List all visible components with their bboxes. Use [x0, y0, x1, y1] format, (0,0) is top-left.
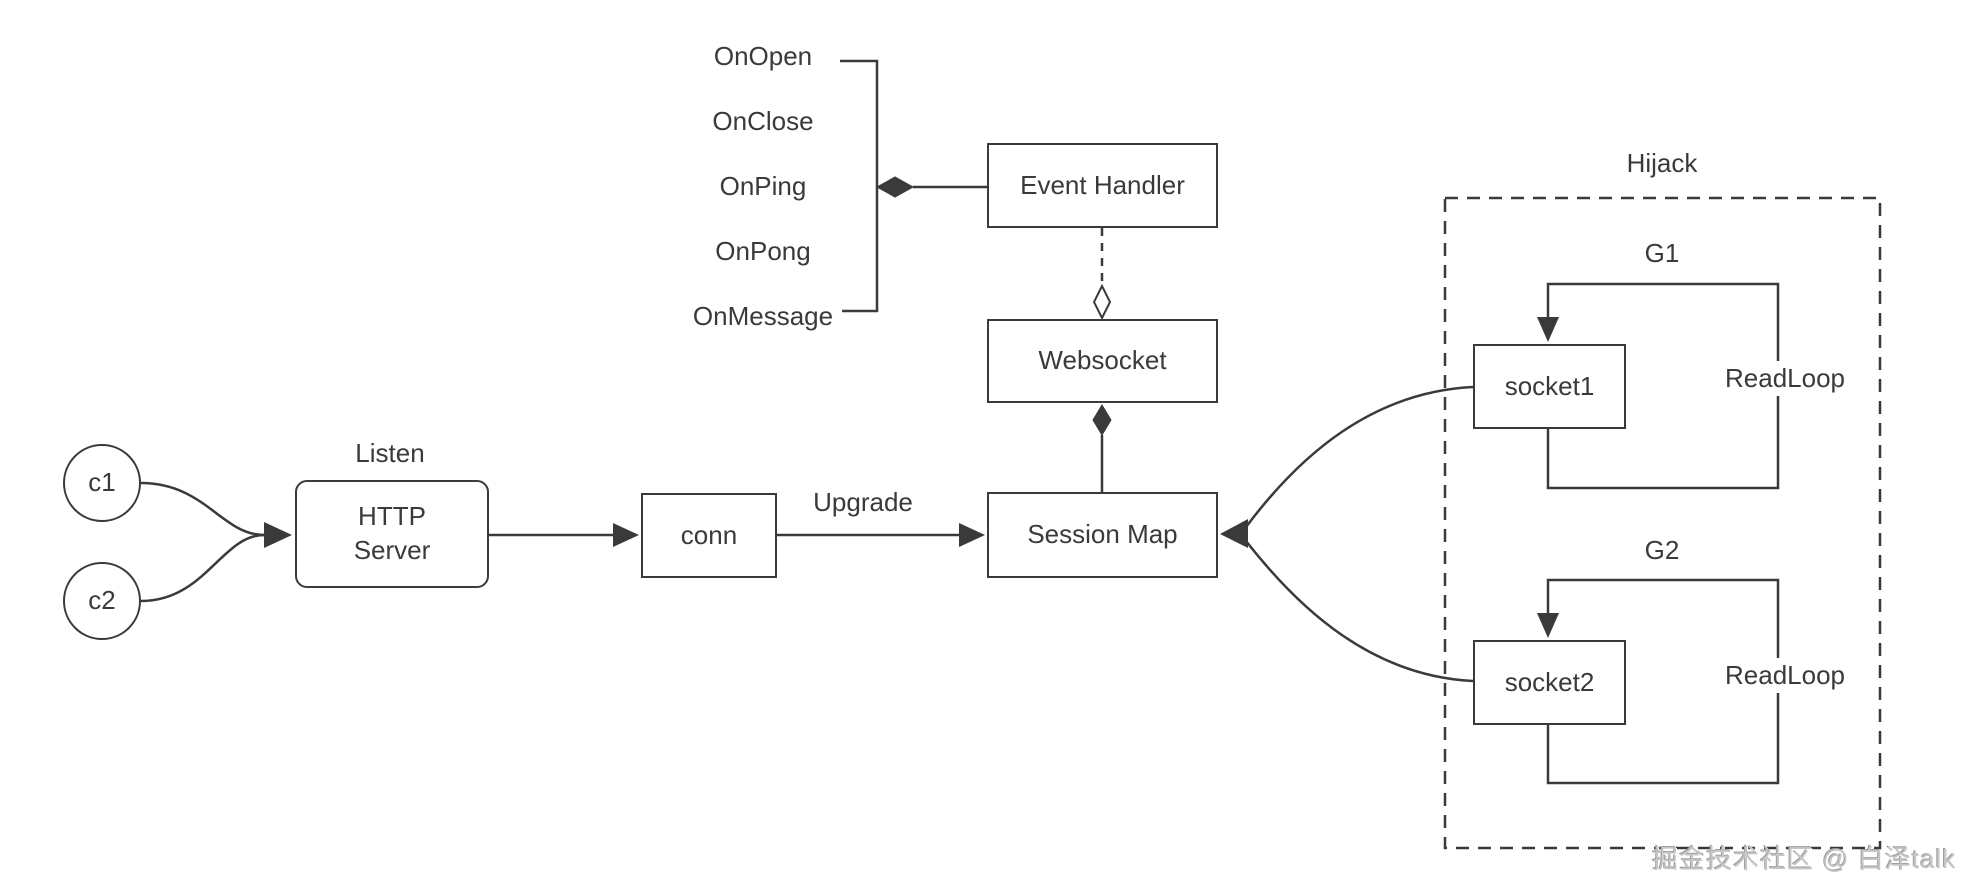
event-handler-node: Event Handler [987, 143, 1218, 228]
g2-readloop-label: ReadLoop [1708, 658, 1862, 693]
listen-label: Listen [355, 438, 425, 468]
conn-node: conn [641, 493, 777, 578]
event-label-onmessage: OnMessage [692, 301, 834, 331]
upgrade-label: Upgrade [813, 487, 913, 517]
edge-socket2-to-session-map [1245, 540, 1474, 683]
hijack-dashed-box [1443, 196, 1882, 850]
event-label-onclose: OnClose [712, 106, 814, 136]
event-label-onping: OnPing [719, 171, 807, 201]
edge-c2-to-http-server [140, 533, 265, 603]
arrowhead-http-server [264, 522, 292, 548]
socket1-node: socket1 [1473, 344, 1626, 429]
composition-diamond-events [875, 176, 915, 198]
socket2-node: socket2 [1473, 640, 1626, 725]
composition-diamond-session [1092, 404, 1112, 436]
http-server-node: HTTP Server [295, 480, 489, 588]
client-node-c1: c1 [63, 444, 141, 522]
edge-socket1-to-session-map [1245, 385, 1474, 528]
watermark-text: 掘金技术社区 @ 白泽talk [1652, 844, 1957, 874]
arrowhead-socket1 [1537, 317, 1559, 342]
arrowhead-session-map-left [959, 523, 985, 547]
g1-readloop-label: ReadLoop [1708, 361, 1862, 396]
g1-label: G1 [1644, 238, 1680, 268]
arrowhead-socket2 [1537, 613, 1559, 638]
aggregation-diamond-websocket [1092, 283, 1112, 321]
arrowhead-session-map-right [1220, 519, 1248, 548]
websocket-node: Websocket [987, 319, 1218, 403]
event-label-onopen: OnOpen [713, 41, 813, 71]
arrowhead-conn [613, 523, 639, 547]
edge-c1-to-http-server [140, 481, 265, 537]
client-node-c2: c2 [63, 562, 141, 640]
g2-label: G2 [1644, 535, 1680, 565]
session-map-node: Session Map [987, 492, 1218, 578]
event-label-onpong: OnPong [715, 236, 811, 266]
hijack-title-label: Hijack [1626, 148, 1698, 178]
events-bracket [840, 59, 879, 313]
